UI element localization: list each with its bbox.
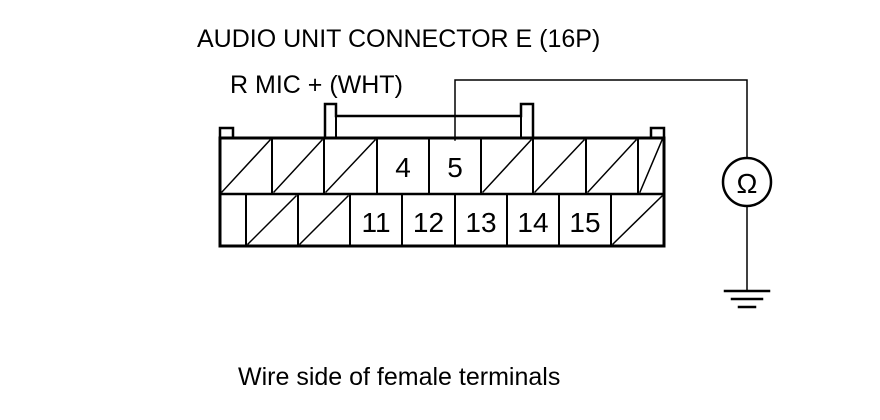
unused-terminal-hatch [639, 139, 663, 193]
caption: Wire side of female terminals [238, 363, 560, 391]
unused-terminal-hatch [246, 194, 298, 246]
terminal-number: 15 [569, 207, 600, 238]
probe-wire [454, 79, 748, 159]
terminal-cell [271, 137, 324, 195]
terminal-number: 5 [447, 152, 463, 183]
terminal-number: 11 [361, 207, 390, 238]
terminal-cell [610, 193, 664, 247]
terminal-cell [585, 137, 638, 195]
terminal-cell: 12 [401, 193, 444, 247]
terminal-number: 13 [465, 207, 496, 238]
terminal-cell: 11 [349, 193, 391, 247]
unused-terminal-hatch [324, 138, 377, 194]
terminal-cell [323, 137, 377, 195]
terminal-cell [480, 137, 533, 195]
terminal-number: 14 [517, 207, 548, 238]
terminal-cell: 13 [454, 193, 497, 247]
unused-terminal-hatch [611, 194, 664, 246]
connector-bottom-row: 11 12 13 14 15 [245, 193, 664, 247]
terminal-number: 12 [413, 207, 444, 238]
ohmmeter: Ω [721, 156, 773, 291]
ohm-icon: Ω [737, 168, 758, 199]
terminal-cell: 15 [558, 193, 601, 247]
terminal-cell: 4 [376, 137, 411, 195]
terminal-cell [532, 137, 586, 195]
terminal-number: 4 [395, 152, 411, 183]
wire-label: R MIC + (WHT) [230, 71, 403, 99]
ground-icon [723, 289, 771, 309]
terminal-cell: 14 [506, 193, 549, 247]
connector-housing [218, 102, 666, 248]
diagram-title: AUDIO UNIT CONNECTOR E (16P) [197, 25, 600, 53]
unused-terminal-hatch [586, 138, 638, 194]
terminal-cell [297, 193, 350, 247]
unused-terminal-hatch [220, 138, 272, 194]
terminal-cell: 5 [428, 137, 463, 195]
unused-terminal-hatch [272, 138, 324, 194]
terminal-cell [220, 138, 272, 194]
terminal-cell [637, 137, 663, 195]
unused-terminal-hatch [533, 138, 586, 194]
unused-terminal-hatch [298, 194, 350, 246]
unused-terminal-hatch [481, 138, 533, 194]
terminal-cell [245, 193, 298, 247]
